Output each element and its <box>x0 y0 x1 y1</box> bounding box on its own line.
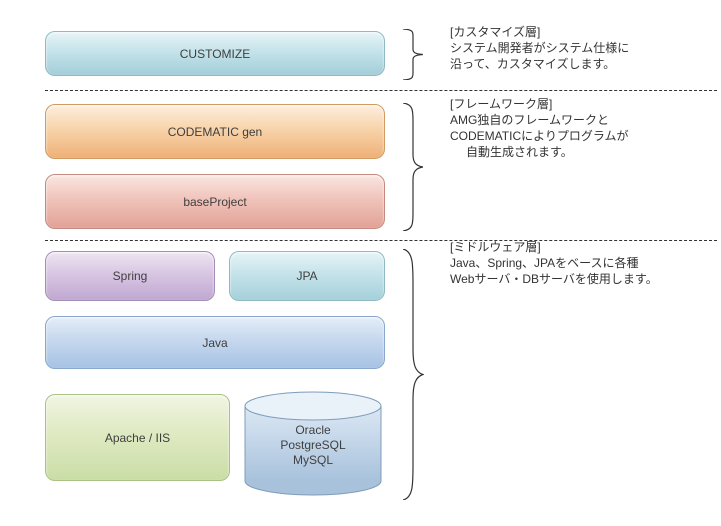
box-java: Java <box>45 316 385 369</box>
annotation-middleware-layer: [ミドルウェア層] Java、Spring、JPAをベースに各種 Webサーバ・… <box>450 239 658 287</box>
box-jpa-label: JPA <box>296 269 318 283</box>
box-codematic-gen-label: CODEMATIC gen <box>167 124 263 139</box>
database-label: Oracle PostgreSQL MySQL <box>243 423 383 468</box>
annotation-customize-layer: [カスタマイズ層] システム開発者がシステム仕様に 沿って、カスタマイズします。 <box>450 24 629 72</box>
box-spring-label: Spring <box>112 269 148 283</box>
database-cylinder-shape <box>244 391 382 496</box>
database-label-line1: Oracle <box>295 423 331 437</box>
annotation-framework-title: [フレームワーク層] <box>450 97 553 111</box>
box-base-project: baseProject <box>45 174 385 229</box>
box-customize-label: CUSTOMIZE <box>179 46 251 61</box>
annotation-framework-layer: [フレームワーク層] AMG独自のフレームワークと CODEMATICによりプロ… <box>450 96 629 160</box>
box-java-label: Java <box>202 335 228 350</box>
box-customize: CUSTOMIZE <box>45 31 385 76</box>
annotation-framework-line3: 自動生成されます。 <box>466 145 573 159</box>
box-spring: Spring <box>45 251 215 301</box>
database-label-line2: PostgreSQL <box>280 438 346 452</box>
brace-customize-layer <box>402 29 424 80</box>
annotation-framework-line1: AMG独自のフレームワークと <box>450 113 609 127</box>
annotation-middleware-title: [ミドルウェア層] <box>450 240 541 254</box>
layer-separator-bottom <box>45 240 717 241</box>
annotation-framework-line2: CODEMATICによりプログラムが <box>450 129 629 143</box>
brace-framework-layer <box>402 103 424 231</box>
box-apache-iis: Apache / IIS <box>45 394 230 481</box>
annotation-middleware-line1: Java、Spring、JPAをベースに各種 <box>450 256 639 270</box>
box-base-project-label: baseProject <box>183 194 247 209</box>
box-jpa: JPA <box>229 251 385 301</box>
annotation-customize-line1: システム開発者がシステム仕様に <box>450 41 630 55</box>
database-cylinder: Oracle PostgreSQL MySQL <box>243 390 383 498</box>
box-apache-iis-label: Apache / IIS <box>104 430 171 445</box>
box-codematic-gen: CODEMATIC gen <box>45 104 385 159</box>
annotation-middleware-line2: Webサーバ・DBサーバを使用します。 <box>450 272 658 286</box>
annotation-customize-title: [カスタマイズ層] <box>450 25 541 39</box>
brace-middleware-layer <box>402 249 424 500</box>
annotation-customize-line2: 沿って、カスタマイズします。 <box>450 57 616 71</box>
database-label-line3: MySQL <box>292 453 333 467</box>
layer-separator-top <box>45 90 717 91</box>
